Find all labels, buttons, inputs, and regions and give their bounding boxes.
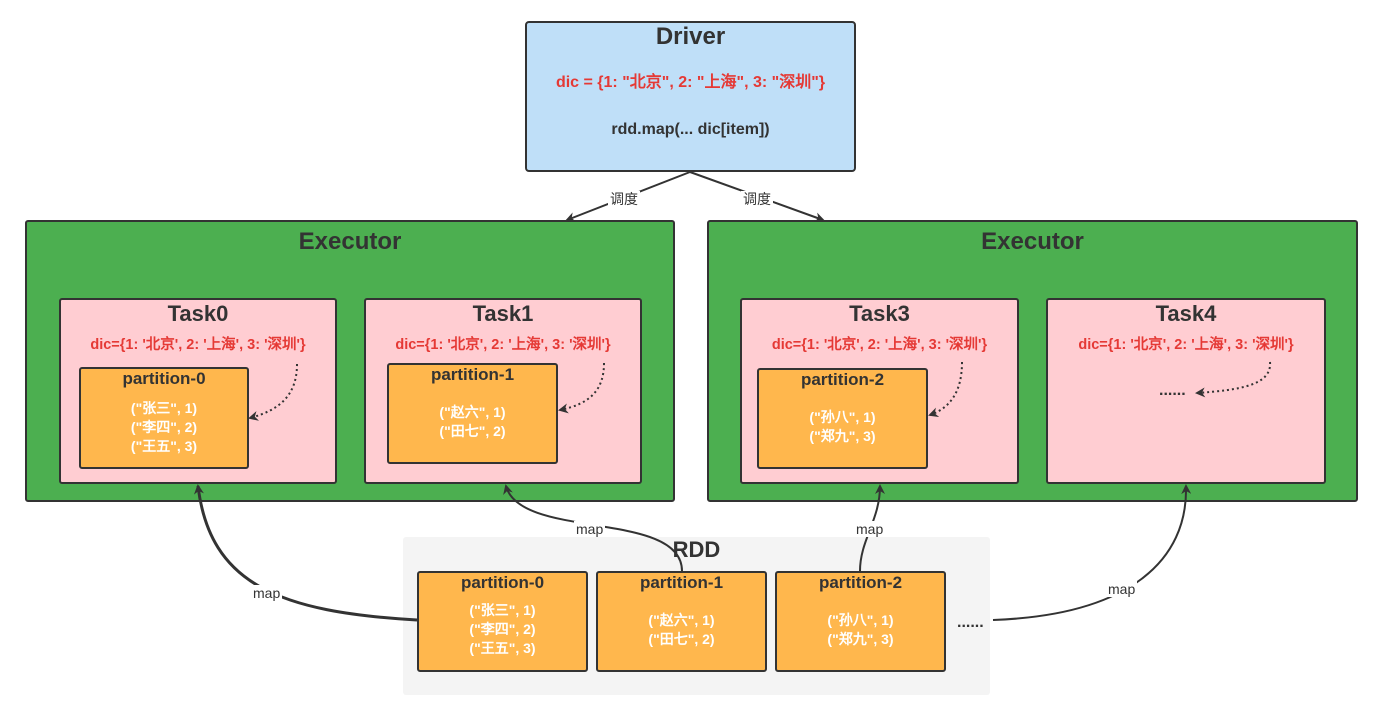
task4-ellipsis: ...... — [1159, 382, 1186, 399]
rdd-partition-0-title: partition-0 — [460, 573, 545, 592]
task0-title: Task0 — [167, 301, 229, 326]
dic-arrow-task0 — [248, 363, 298, 421]
task1-partition-rows: ("赵六", 1) ("田七", 2) — [389, 403, 556, 441]
map-label-1: map — [574, 521, 606, 537]
task4-title: Task4 — [1155, 301, 1217, 326]
executor-right-title: Executor — [981, 228, 1084, 255]
task0-partition: partition-0 ("张三", 1) ("李四", 2) ("王五", 3… — [79, 367, 249, 469]
rdd-partition-1-rows: ("赵六", 1) ("田七", 2) — [598, 611, 765, 649]
task3-title: Task3 — [849, 301, 910, 326]
task3-partition: partition-2 ("孙八", 1) ("郑九", 3) — [757, 368, 928, 469]
row-text: ("李四", 2) — [130, 419, 198, 435]
row-text: ("孙八", 1) — [827, 612, 894, 628]
row-text: ("郑九", 3) — [827, 631, 894, 647]
row-text: ("李四", 2) — [469, 621, 536, 637]
task3-partition-title: partition-2 — [800, 370, 885, 389]
row-text: ("王五", 3) — [130, 438, 198, 454]
task1-partition: partition-1 ("赵六", 1) ("田七", 2) — [387, 363, 558, 464]
driver-dic-text: dic = {1: "北京", 2: "上海", 3: "深圳"} — [555, 74, 826, 91]
row-text: ("赵六", 1) — [648, 612, 715, 628]
task0-partition-title: partition-0 — [122, 369, 206, 388]
task0-partition-rows: ("张三", 1) ("李四", 2) ("王五", 3) — [81, 399, 247, 456]
executor-left-title: Executor — [298, 228, 402, 255]
task3-partition-rows: ("孙八", 1) ("郑九", 3) — [759, 408, 926, 446]
driver-title: Driver — [655, 23, 726, 50]
task0-dic-text: dic={1: '北京', 2: '上海', 3: '深圳'} — [90, 337, 306, 353]
dic-arrow-task4 — [1195, 361, 1272, 398]
task1-dic-text: dic={1: '北京', 2: '上海', 3: '深圳'} — [395, 337, 611, 353]
rdd-title: RDD — [672, 537, 721, 562]
row-text: ("田七", 2) — [648, 631, 715, 647]
rdd-partition-1-title: partition-1 — [639, 573, 724, 592]
dic-arrow-task1 — [558, 362, 605, 414]
row-text: ("孙八", 1) — [809, 409, 876, 425]
row-text: ("张三", 1) — [130, 400, 198, 416]
driver-code-text: rdd.map(... dic[item]) — [611, 121, 770, 138]
map-label-3: map — [1106, 581, 1138, 597]
task1-title: Task1 — [472, 301, 534, 326]
task4-dic-text: dic={1: '北京', 2: '上海', 3: '深圳'} — [1078, 337, 1294, 353]
row-text: ("王五", 3) — [469, 640, 536, 656]
row-text: ("田七", 2) — [439, 423, 506, 439]
rdd-partition-2: partition-2 ("孙八", 1) ("郑九", 3) — [775, 571, 946, 672]
row-text: ("赵六", 1) — [439, 404, 506, 420]
schedule-label-left: 调度 — [608, 191, 640, 207]
task3-dic-text: dic={1: '北京', 2: '上海', 3: '深圳'} — [771, 337, 988, 353]
map-label-2: map — [854, 521, 886, 537]
rdd-partition-0: partition-0 ("张三", 1) ("李四", 2) ("王五", 3… — [417, 571, 588, 672]
row-text: ("郑九", 3) — [809, 428, 876, 444]
driver-node: Driver dic = {1: "北京", 2: "上海", 3: "深圳"}… — [525, 21, 856, 172]
map-label-0: map — [251, 585, 283, 601]
dic-arrow-task3 — [928, 361, 963, 418]
rdd-partition-0-rows: ("张三", 1) ("李四", 2) ("王五", 3) — [419, 601, 586, 658]
row-text: ("张三", 1) — [469, 602, 536, 618]
rdd-partition-2-title: partition-2 — [818, 573, 903, 592]
map-edge-0 — [194, 484, 418, 622]
schedule-label-right: 调度 — [741, 191, 773, 207]
rdd-partition-1: partition-1 ("赵六", 1) ("田七", 2) — [596, 571, 767, 672]
rdd-ellipsis: ...... — [957, 614, 984, 631]
map-edge-3 — [992, 484, 1192, 621]
task4-node: Task4 dic={1: '北京', 2: '上海', 3: '深圳'} — [1046, 298, 1326, 484]
task1-partition-title: partition-1 — [430, 365, 515, 384]
rdd-partition-2-rows: ("孙八", 1) ("郑九", 3) — [777, 611, 944, 649]
